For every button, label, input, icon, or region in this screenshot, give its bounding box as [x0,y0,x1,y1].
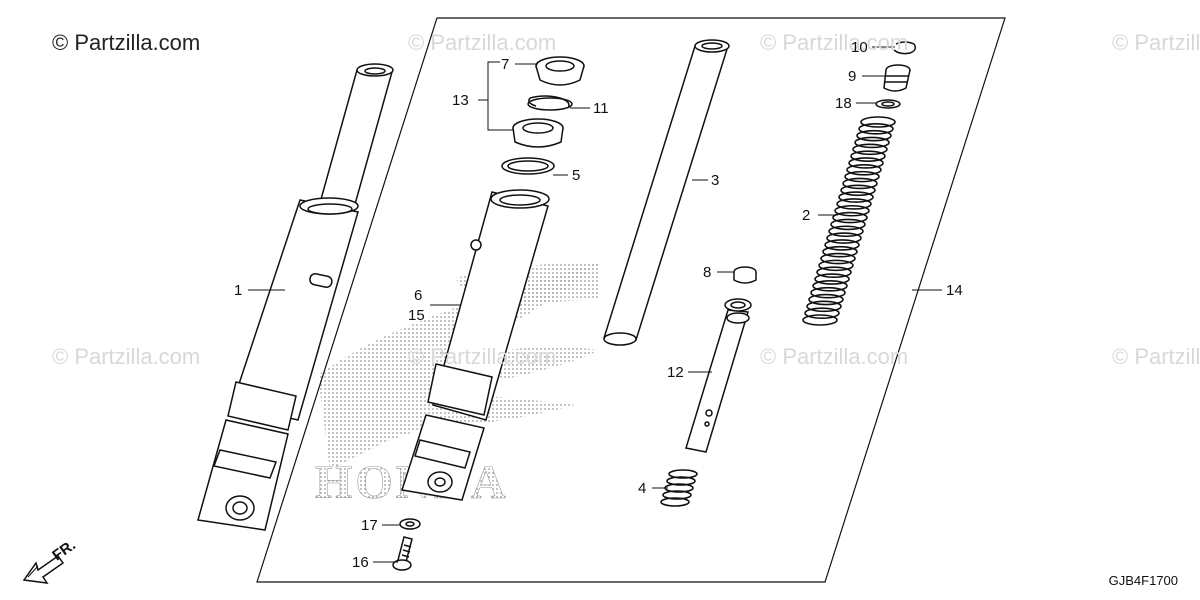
spring-coil [804,307,840,319]
spring-coil [834,204,870,217]
callout-12[interactable]: 12 [667,364,684,381]
spring-coil [808,293,844,306]
spring-coil [836,198,872,210]
watermark: © Partzilla.com [1112,30,1200,55]
copyright-notice: © Partzilla.com [52,30,201,55]
callout-7[interactable]: 7 [501,56,510,73]
spring-coil [826,232,862,244]
spring-coil [812,280,848,292]
callout-17[interactable]: 17 [361,517,378,534]
spring-coil [802,314,838,326]
spring-coil [858,123,894,135]
spring-coil [842,177,878,190]
part-8-collar [733,266,757,284]
watermark: © Partzilla.com [760,344,909,369]
spring-coil [856,129,892,142]
callout-11[interactable]: 11 [593,100,609,117]
callout-16[interactable]: 16 [352,554,369,571]
spring-coil [850,150,886,162]
front-direction-arrow [22,554,65,584]
part-5-washer [501,157,555,175]
spring-coil [806,300,842,313]
part-7-seal [535,56,585,86]
callout-2[interactable]: 2 [802,207,811,224]
spring-coil [846,163,882,176]
callout-15[interactable]: 15 [408,307,425,324]
assembly-boundary [256,17,1006,583]
watermark: © Partzilla.com [52,344,201,369]
part-3-fork-pipe [602,39,730,346]
watermark: © Partzilla.com [408,344,557,369]
spring-coil [854,136,890,149]
callout-4[interactable]: 4 [638,480,647,497]
callout-9[interactable]: 9 [848,68,857,85]
spring-coil [822,245,858,258]
spring-coil [816,266,852,279]
callout-10[interactable]: 10 [851,39,868,56]
spring-coil [838,191,874,203]
spring-coil [840,184,876,197]
spring-coil [818,259,854,272]
part-16-bolt [392,536,413,571]
callout-6[interactable]: 6 [414,287,423,304]
spring-coil [830,218,866,231]
part-10-circlip [893,41,917,55]
watermark: © Partzilla.com [760,30,909,55]
watermark: © Partzilla.com [408,30,557,55]
part-11-clip [527,95,573,111]
part-9-spring-seat [883,64,911,92]
part-18-washer [875,99,901,109]
spring-coil [844,170,880,183]
spring-coil [814,273,850,285]
callout-5[interactable]: 5 [572,167,581,184]
callout-13[interactable]: 13 [452,92,469,109]
spring-coil [820,252,856,265]
spring-coil [810,286,846,299]
callout-3[interactable]: 3 [711,172,720,189]
part-2-fork-spring [802,116,896,326]
part-6-fork-slider [401,189,550,501]
spring-coil [824,239,860,251]
part-12-damper-rod [685,298,752,453]
spring-coil [828,225,864,238]
part-17-washer [399,518,421,530]
part-1-fork-slider [197,63,394,531]
callout-14[interactable]: 14 [946,282,963,299]
spring-coil [848,157,884,169]
diagram-code: GJB4F1700 [1108,573,1178,588]
callout-1[interactable]: 1 [234,282,243,299]
callout-8[interactable]: 8 [703,264,712,281]
leader-lines [248,46,942,563]
watermark: © Partzilla.com [1112,344,1200,369]
spring-coil [852,143,888,156]
part-13-oil-seal [512,118,564,148]
callout-18[interactable]: 18 [835,95,852,112]
part-4-rebound-spring [660,469,698,507]
spring-coil [832,211,868,224]
spring-coil [860,116,896,128]
